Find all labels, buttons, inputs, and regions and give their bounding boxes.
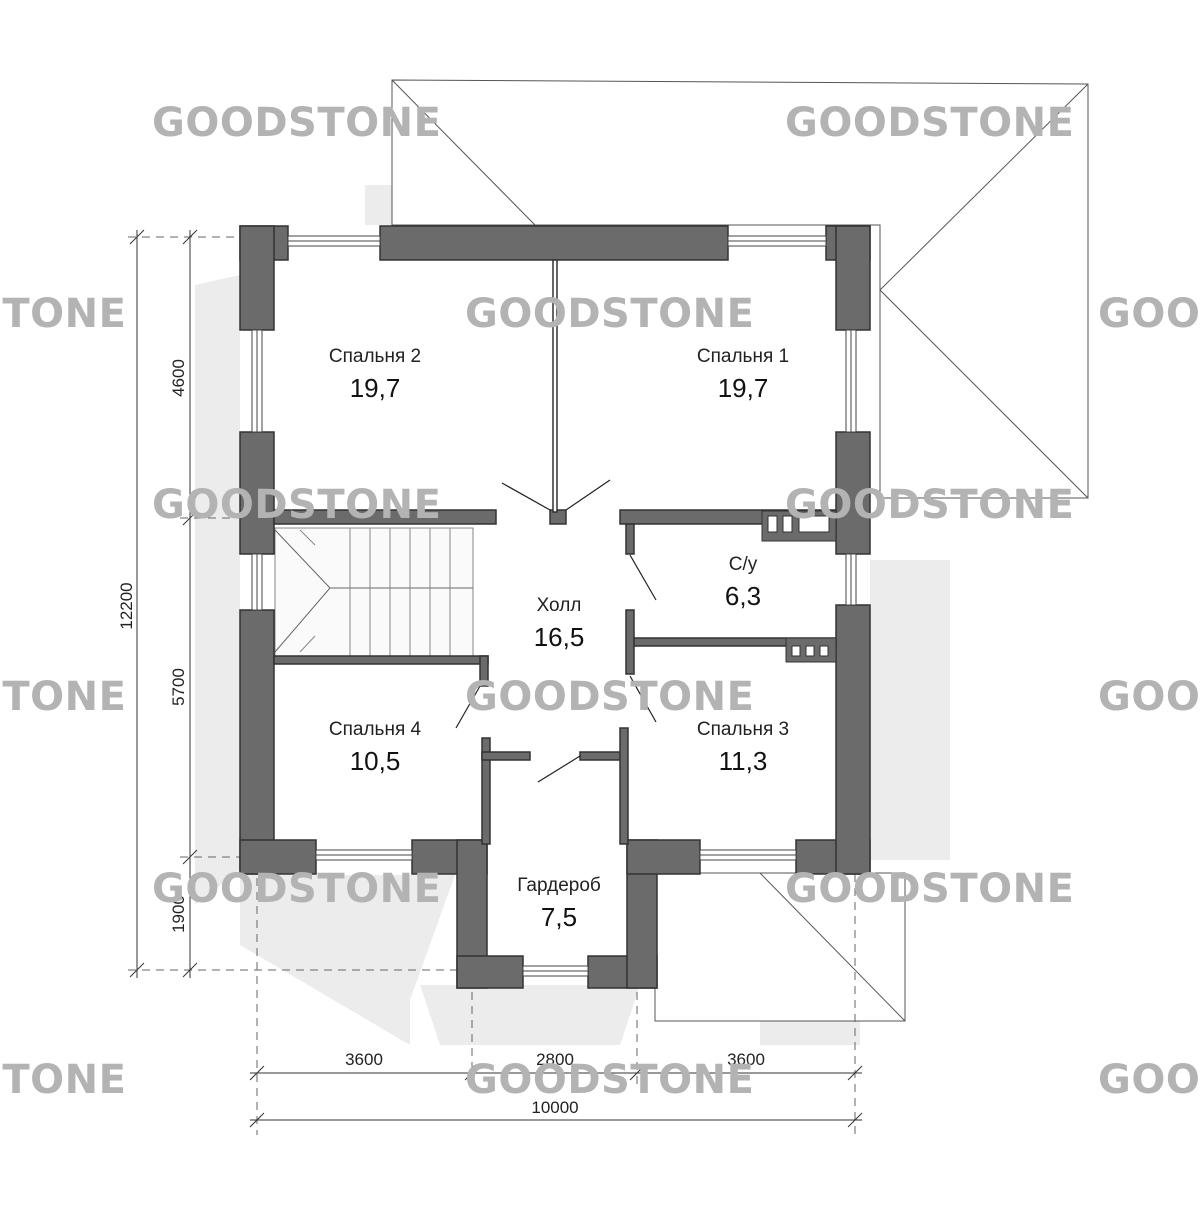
room-name-wardrobe: Гардероб (517, 875, 601, 896)
room-area-bathroom: 6,3 (725, 581, 761, 611)
watermark: GOODSTONE (785, 866, 1074, 912)
watermark: GOODSTONE (152, 482, 441, 528)
room-name-bedroom4: Спальня 4 (329, 719, 422, 740)
watermarks: GOODSTONE GOODSTONE GOODSTONE GOODSTONE … (0, 100, 1200, 1103)
watermark: GOODSTONE (152, 100, 441, 146)
dim-vertical-middle: 5700 (169, 668, 188, 706)
watermark: GOODSTONE (0, 1057, 126, 1103)
dim-horizontal-middle: 2800 (536, 1050, 574, 1069)
staircase (274, 527, 474, 657)
watermark: GOODSTONE (0, 674, 126, 720)
watermark: GOODSTONE (465, 1057, 754, 1103)
dim-vertical-total: 12200 (117, 582, 136, 629)
dimension-labels: 12200 4600 5700 1900 3600 2800 3600 1000… (117, 359, 765, 1117)
room-name-bathroom: С/у (729, 554, 758, 575)
room-area-wardrobe: 7,5 (541, 902, 577, 932)
watermark: GOODSTONE (0, 291, 126, 337)
room-name-bedroom2: Спальня 2 (329, 346, 421, 367)
dimension-lines (129, 229, 863, 1128)
watermark: GOODSTONE (785, 100, 1074, 146)
room-area-bedroom4: 10,5 (350, 746, 401, 776)
room-name-hall: Холл (537, 595, 582, 616)
room-area-hall: 16,5 (534, 622, 585, 652)
room-area-bedroom3: 11,3 (719, 746, 768, 776)
roof-outline (391, 79, 1089, 499)
room-labels: Спальня 2 19,7 Спальня 1 19,7 С/у 6,3 Хо… (329, 346, 789, 932)
watermark: GOODSTONE (785, 482, 1074, 528)
sanitary-fixtures (761, 510, 837, 663)
door-swings (455, 479, 657, 783)
watermark: GOODSTONE (1098, 1057, 1200, 1103)
watermark: GOODSTONE (152, 866, 441, 912)
dim-horizontal-left: 3600 (345, 1050, 383, 1069)
windows (251, 235, 857, 977)
room-name-bedroom1: Спальня 1 (697, 346, 789, 367)
dim-vertical-bottom: 1900 (169, 895, 188, 933)
dim-horizontal-total: 10000 (531, 1098, 578, 1117)
watermark: GOODSTONE (1098, 674, 1200, 720)
room-area-bedroom1: 19,7 (718, 373, 769, 403)
watermark: GOODSTONE (465, 674, 754, 720)
dim-vertical-top: 4600 (169, 359, 188, 397)
porch-canopy (654, 872, 906, 1022)
watermark: GOODSTONE (465, 291, 754, 337)
watermark: GOODSTONE (1098, 291, 1200, 337)
room-name-bedroom3: Спальня 3 (697, 719, 789, 740)
dim-horizontal-right: 3600 (727, 1050, 765, 1069)
walls (239, 225, 871, 989)
room-area-bedroom2: 19,7 (350, 373, 401, 403)
